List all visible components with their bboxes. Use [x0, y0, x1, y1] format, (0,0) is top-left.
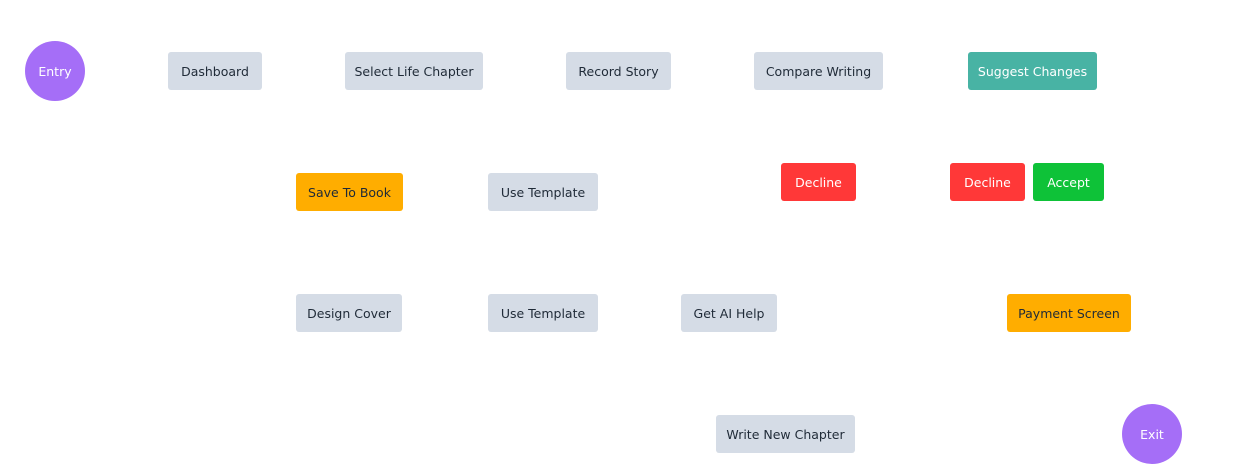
record-story-node[interactable]: Record Story [566, 52, 671, 90]
entry-node[interactable]: Entry [25, 41, 85, 101]
select-life-chapter-node[interactable]: Select Life Chapter [345, 52, 483, 90]
suggest-changes-node[interactable]: Suggest Changes [968, 52, 1097, 90]
use-template-node-2[interactable]: Use Template [488, 294, 598, 332]
exit-node[interactable]: Exit [1122, 404, 1182, 464]
get-ai-help-node[interactable]: Get AI Help [681, 294, 777, 332]
save-to-book-node[interactable]: Save To Book [296, 173, 403, 211]
decline-node-2[interactable]: Decline [950, 163, 1025, 201]
write-new-chapter-node[interactable]: Write New Chapter [716, 415, 855, 453]
payment-screen-node[interactable]: Payment Screen [1007, 294, 1131, 332]
compare-writing-node[interactable]: Compare Writing [754, 52, 883, 90]
accept-node[interactable]: Accept [1033, 163, 1104, 201]
decline-node-1[interactable]: Decline [781, 163, 856, 201]
use-template-node-1[interactable]: Use Template [488, 173, 598, 211]
dashboard-node[interactable]: Dashboard [168, 52, 262, 90]
design-cover-node[interactable]: Design Cover [296, 294, 402, 332]
